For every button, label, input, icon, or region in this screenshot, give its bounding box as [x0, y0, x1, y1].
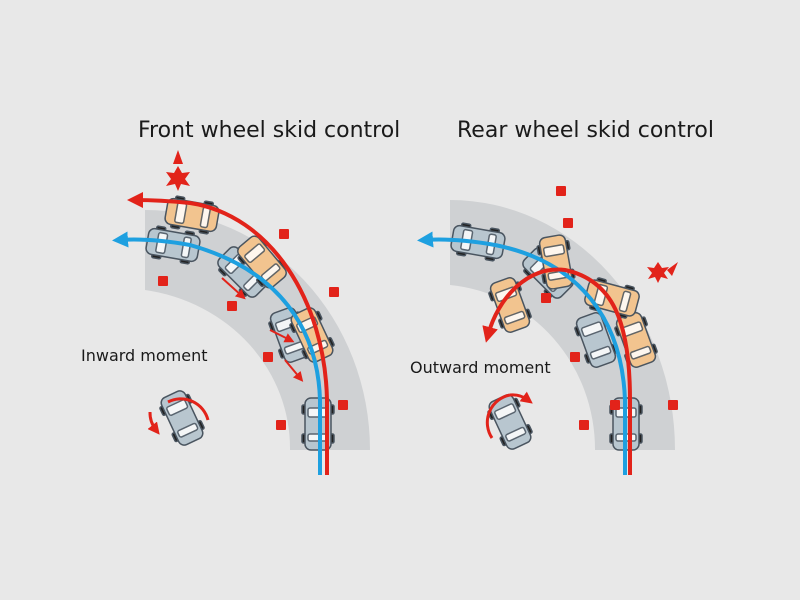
front-correction-arrow-2 — [269, 329, 295, 343]
rear-road — [450, 200, 675, 450]
front-correction-arrow-1 — [221, 277, 246, 300]
rear-panel — [417, 186, 678, 475]
front-panel — [112, 150, 370, 475]
inward-moment-arrow-head — [147, 411, 160, 435]
front-crash-burst — [166, 150, 190, 191]
outward-moment-car — [483, 390, 537, 454]
rear-skid-path — [482, 267, 632, 475]
outward-moment-arrow — [485, 393, 511, 439]
front-cones — [158, 229, 348, 430]
inward-moment-car — [155, 386, 209, 450]
front-correction-arrow-3 — [284, 359, 304, 382]
rear-ideal-path — [417, 231, 627, 475]
front-ideal-path — [112, 231, 322, 475]
front-road — [145, 210, 370, 450]
inward-moment-arrow — [167, 397, 210, 421]
front-panel-title: Front wheel skid control — [138, 118, 401, 143]
front-skid-path — [127, 192, 329, 475]
rear-cones — [541, 186, 678, 430]
rear-panel-title: Rear wheel skid control — [457, 118, 714, 143]
outward-moment-label: Outward moment — [410, 358, 551, 377]
rear-crash-burst — [647, 262, 678, 283]
outward-moment-arrow-head — [509, 391, 533, 404]
inward-moment-label: Inward moment — [81, 346, 208, 365]
